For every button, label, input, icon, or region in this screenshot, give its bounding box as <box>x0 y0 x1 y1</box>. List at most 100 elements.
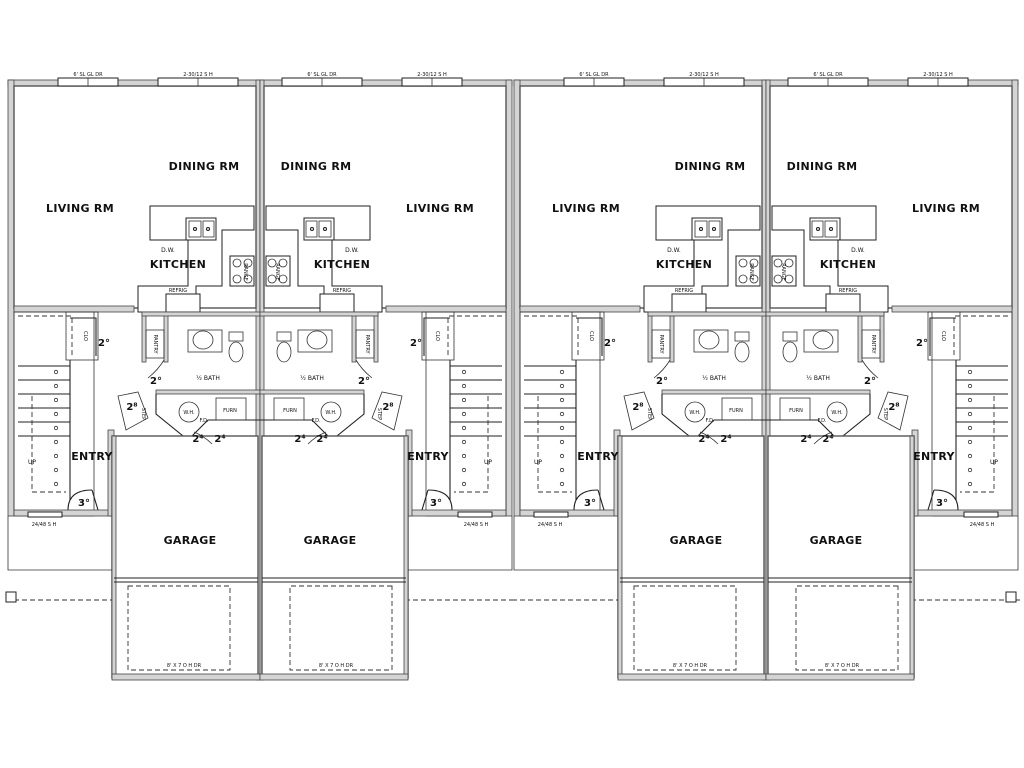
top-window-a-label: 6' SL GL DR <box>579 72 609 78</box>
closet <box>421 311 455 361</box>
door-size-mech-a: 2⁴ <box>316 434 327 445</box>
bath-sink <box>306 330 328 350</box>
refrigerator <box>319 293 355 313</box>
refrigerator <box>825 293 861 313</box>
door-size-entry: 3° <box>584 498 596 509</box>
refrigerator-label: REFRIG <box>675 288 693 294</box>
unit-2 <box>259 77 514 681</box>
step-label: STEP <box>882 408 888 420</box>
step-landing <box>117 391 149 431</box>
porch <box>513 516 618 571</box>
step-label: STEP <box>376 408 382 420</box>
top-window-b-label: 2-30/12 S H <box>183 72 213 78</box>
door-swing-bath <box>861 359 879 379</box>
side-wall <box>7 79 15 517</box>
stairs-up-label: UP <box>484 459 492 466</box>
furnace-label: FURN <box>283 408 297 414</box>
units-layer: LIVING RM DINING RM KITCHEN GARAGE ENTRY ½ BA… <box>5 72 1020 681</box>
door-size-mech-a: 2⁴ <box>822 434 833 445</box>
garage-door-label: 8' X 7 O H DR <box>673 663 708 669</box>
door-swing-mech <box>813 431 833 445</box>
entry-label: ENTRY <box>71 450 113 463</box>
garage-room <box>261 435 409 679</box>
garage-door-label: 8' X 7 O H DR <box>825 663 860 669</box>
pantry-label: PANTRY <box>364 334 370 354</box>
door-size-bath: 2° <box>656 376 668 387</box>
closet <box>927 311 961 361</box>
furnace <box>721 397 753 421</box>
front-window-label: 24/48 S H <box>32 522 57 528</box>
floor-drain-label: F.D. <box>199 418 209 424</box>
furnace-label: FURN <box>729 408 743 414</box>
range-top <box>771 255 797 287</box>
door-size-step: 2⁸ <box>382 402 393 413</box>
pantry-shelf <box>355 329 375 359</box>
bath-bottom-wall <box>765 389 871 395</box>
step-landing <box>623 391 655 431</box>
dishwasher-label: D.W. <box>345 247 359 254</box>
top-window-a-label: 6' SL GL DR <box>73 72 103 78</box>
door-size-step: 2⁸ <box>126 402 137 413</box>
pantry-shelf <box>145 329 165 359</box>
stairs-up-label: UP <box>534 459 542 466</box>
toilet <box>734 341 750 363</box>
garage-door-swing <box>127 585 231 671</box>
door-size-bath: 2° <box>150 376 162 387</box>
closet <box>65 311 99 361</box>
range-top <box>735 255 761 287</box>
step-landing <box>877 391 909 431</box>
dining-room-label: DINING RM <box>169 160 240 173</box>
door-size-closet: 2° <box>410 338 422 349</box>
side-wall <box>513 79 521 517</box>
half-bath-label: ½ BATH <box>702 375 726 382</box>
water-heater <box>684 401 706 423</box>
living-back-wall <box>891 305 1013 313</box>
side-wall <box>505 79 513 517</box>
stairs-up-label: UP <box>990 459 998 466</box>
refrigerator <box>671 293 707 313</box>
water-heater-label: W.H. <box>689 410 701 416</box>
living-room-label: LIVING RM <box>46 202 114 215</box>
closet-label: CLO <box>434 331 440 341</box>
door-size-bath: 2° <box>864 376 876 387</box>
door-size-step: 2⁸ <box>632 402 643 413</box>
pantry-shelf <box>651 329 671 359</box>
range-label: RANGE <box>748 263 754 280</box>
furnace-label: FURN <box>789 408 803 414</box>
living-back-wall <box>13 305 135 313</box>
living-room-label: LIVING RM <box>552 202 620 215</box>
kitchen-label: KITCHEN <box>150 258 206 271</box>
half-bath-label: ½ BATH <box>806 375 830 382</box>
front-window-label: 24/48 S H <box>970 522 995 528</box>
porch <box>7 516 112 571</box>
side-wall <box>1011 79 1019 517</box>
top-window-a-label: 2-30/12 S H <box>923 72 953 78</box>
door-swing-entry <box>573 489 599 511</box>
bath-top-wall <box>259 311 379 317</box>
half-bath-label: ½ BATH <box>300 375 324 382</box>
front-window-label: 24/48 S H <box>538 522 563 528</box>
door-swing-bath <box>653 359 671 379</box>
garage-room <box>111 435 259 679</box>
door-swing-entry <box>933 489 959 511</box>
range-label: RANGE <box>780 263 786 280</box>
kitchen-label: KITCHEN <box>820 258 876 271</box>
stair-arrow <box>960 396 995 493</box>
living-back-wall <box>385 305 507 313</box>
kitchen-label: KITCHEN <box>314 258 370 271</box>
door-size-mech-b: 2⁴ <box>800 434 811 445</box>
garage-door-swing <box>289 585 393 671</box>
dining-room-label: DINING RM <box>281 160 352 173</box>
pantry-label: PANTRY <box>658 334 664 354</box>
range-label: RANGE <box>274 263 280 280</box>
garage-label: GARAGE <box>304 534 357 547</box>
door-size-closet: 2° <box>98 338 110 349</box>
pantry-label: PANTRY <box>152 334 158 354</box>
garage-door-label: 8' X 7 O H DR <box>319 663 354 669</box>
top-window-b-label: 6' SL GL DR <box>307 72 337 78</box>
garage-room <box>767 435 915 679</box>
door-size-mech-b: 2⁴ <box>214 434 225 445</box>
floor-drain-label: F.D. <box>311 418 321 424</box>
